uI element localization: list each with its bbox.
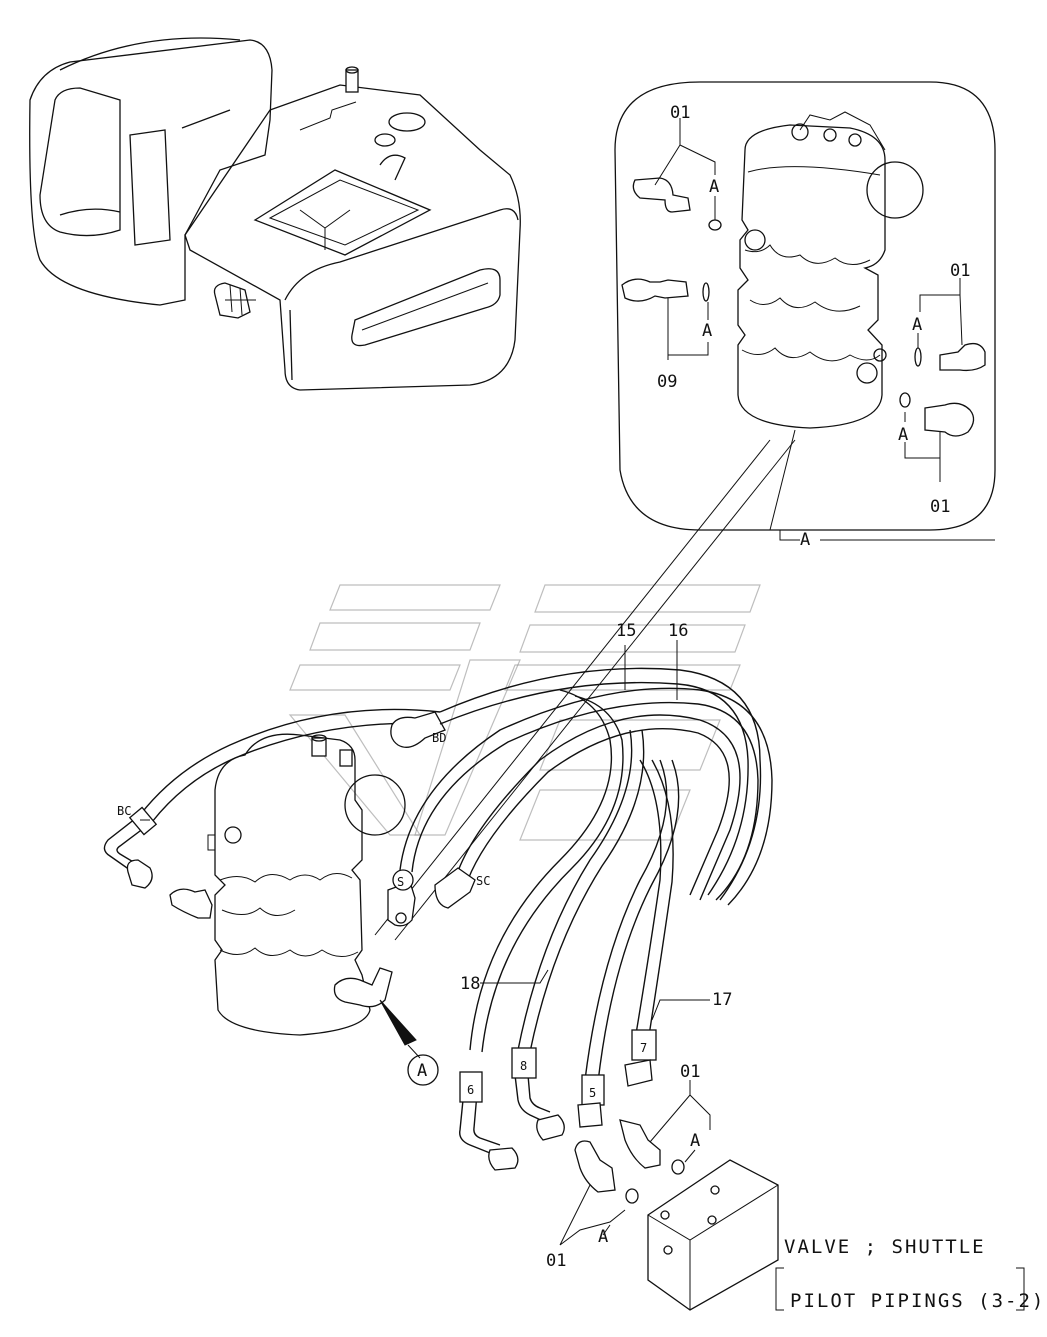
callout-01-detail-top: 01 xyxy=(670,103,690,123)
callout-01-valve-bottom: 01 xyxy=(546,1251,566,1271)
port-label-bc: BC xyxy=(117,804,131,818)
hose-tag-6: 6 xyxy=(467,1083,474,1097)
shuttle-valve-block xyxy=(647,1159,779,1311)
callout-a-detail-ref: A xyxy=(800,530,810,550)
title-block: VALVE ; SHUTTLE PILOT PIPINGS (3-2) xyxy=(775,1236,1045,1312)
callout-a-valve-bottom: A xyxy=(598,1227,608,1247)
watermark-logo xyxy=(288,584,761,841)
excavator-illustration xyxy=(29,37,521,391)
callout-01-detail-bottom: 01 xyxy=(930,497,950,517)
callout-labels: 01 A 01 A A 09 A 01 A 15 16 BD BC S SC 1… xyxy=(117,103,970,1271)
callout-hose-17: 17 xyxy=(712,990,732,1010)
hose-tag-7: 7 xyxy=(640,1041,647,1055)
callout-hose-15: 15 xyxy=(616,621,636,641)
callout-a-detail-4: A xyxy=(898,425,908,445)
marker-a-circle: A xyxy=(417,1061,427,1081)
title-valve-shuttle: VALVE ; SHUTTLE xyxy=(784,1236,986,1258)
title-pilot-pipings: PILOT PIPINGS (3-2) xyxy=(790,1290,1045,1312)
callout-a-detail-1: A xyxy=(709,177,719,197)
main-valve-body xyxy=(169,733,406,1036)
port-label-sc: SC xyxy=(476,874,490,888)
callout-leaders xyxy=(140,640,710,1086)
callout-hose-18: 18 xyxy=(460,974,480,994)
hose-tag-8: 8 xyxy=(520,1059,527,1073)
hose-tag-5: 5 xyxy=(589,1086,596,1100)
marker-s: S xyxy=(397,875,404,889)
callout-hose-16: 16 xyxy=(668,621,688,641)
valve-block-leaders xyxy=(559,1080,711,1246)
hose-fittings xyxy=(387,867,685,1204)
callout-a-valve-top: A xyxy=(690,1131,700,1151)
detail-view-a xyxy=(614,81,996,541)
callout-09-detail: 09 xyxy=(657,372,677,392)
port-label-bd: BD xyxy=(432,731,446,745)
hose-assemblies xyxy=(103,667,773,1156)
callout-a-detail-3: A xyxy=(912,315,922,335)
callout-a-detail-2: A xyxy=(702,321,712,341)
callout-01-detail-right: 01 xyxy=(950,261,970,281)
callout-01-valve-top: 01 xyxy=(680,1062,700,1082)
